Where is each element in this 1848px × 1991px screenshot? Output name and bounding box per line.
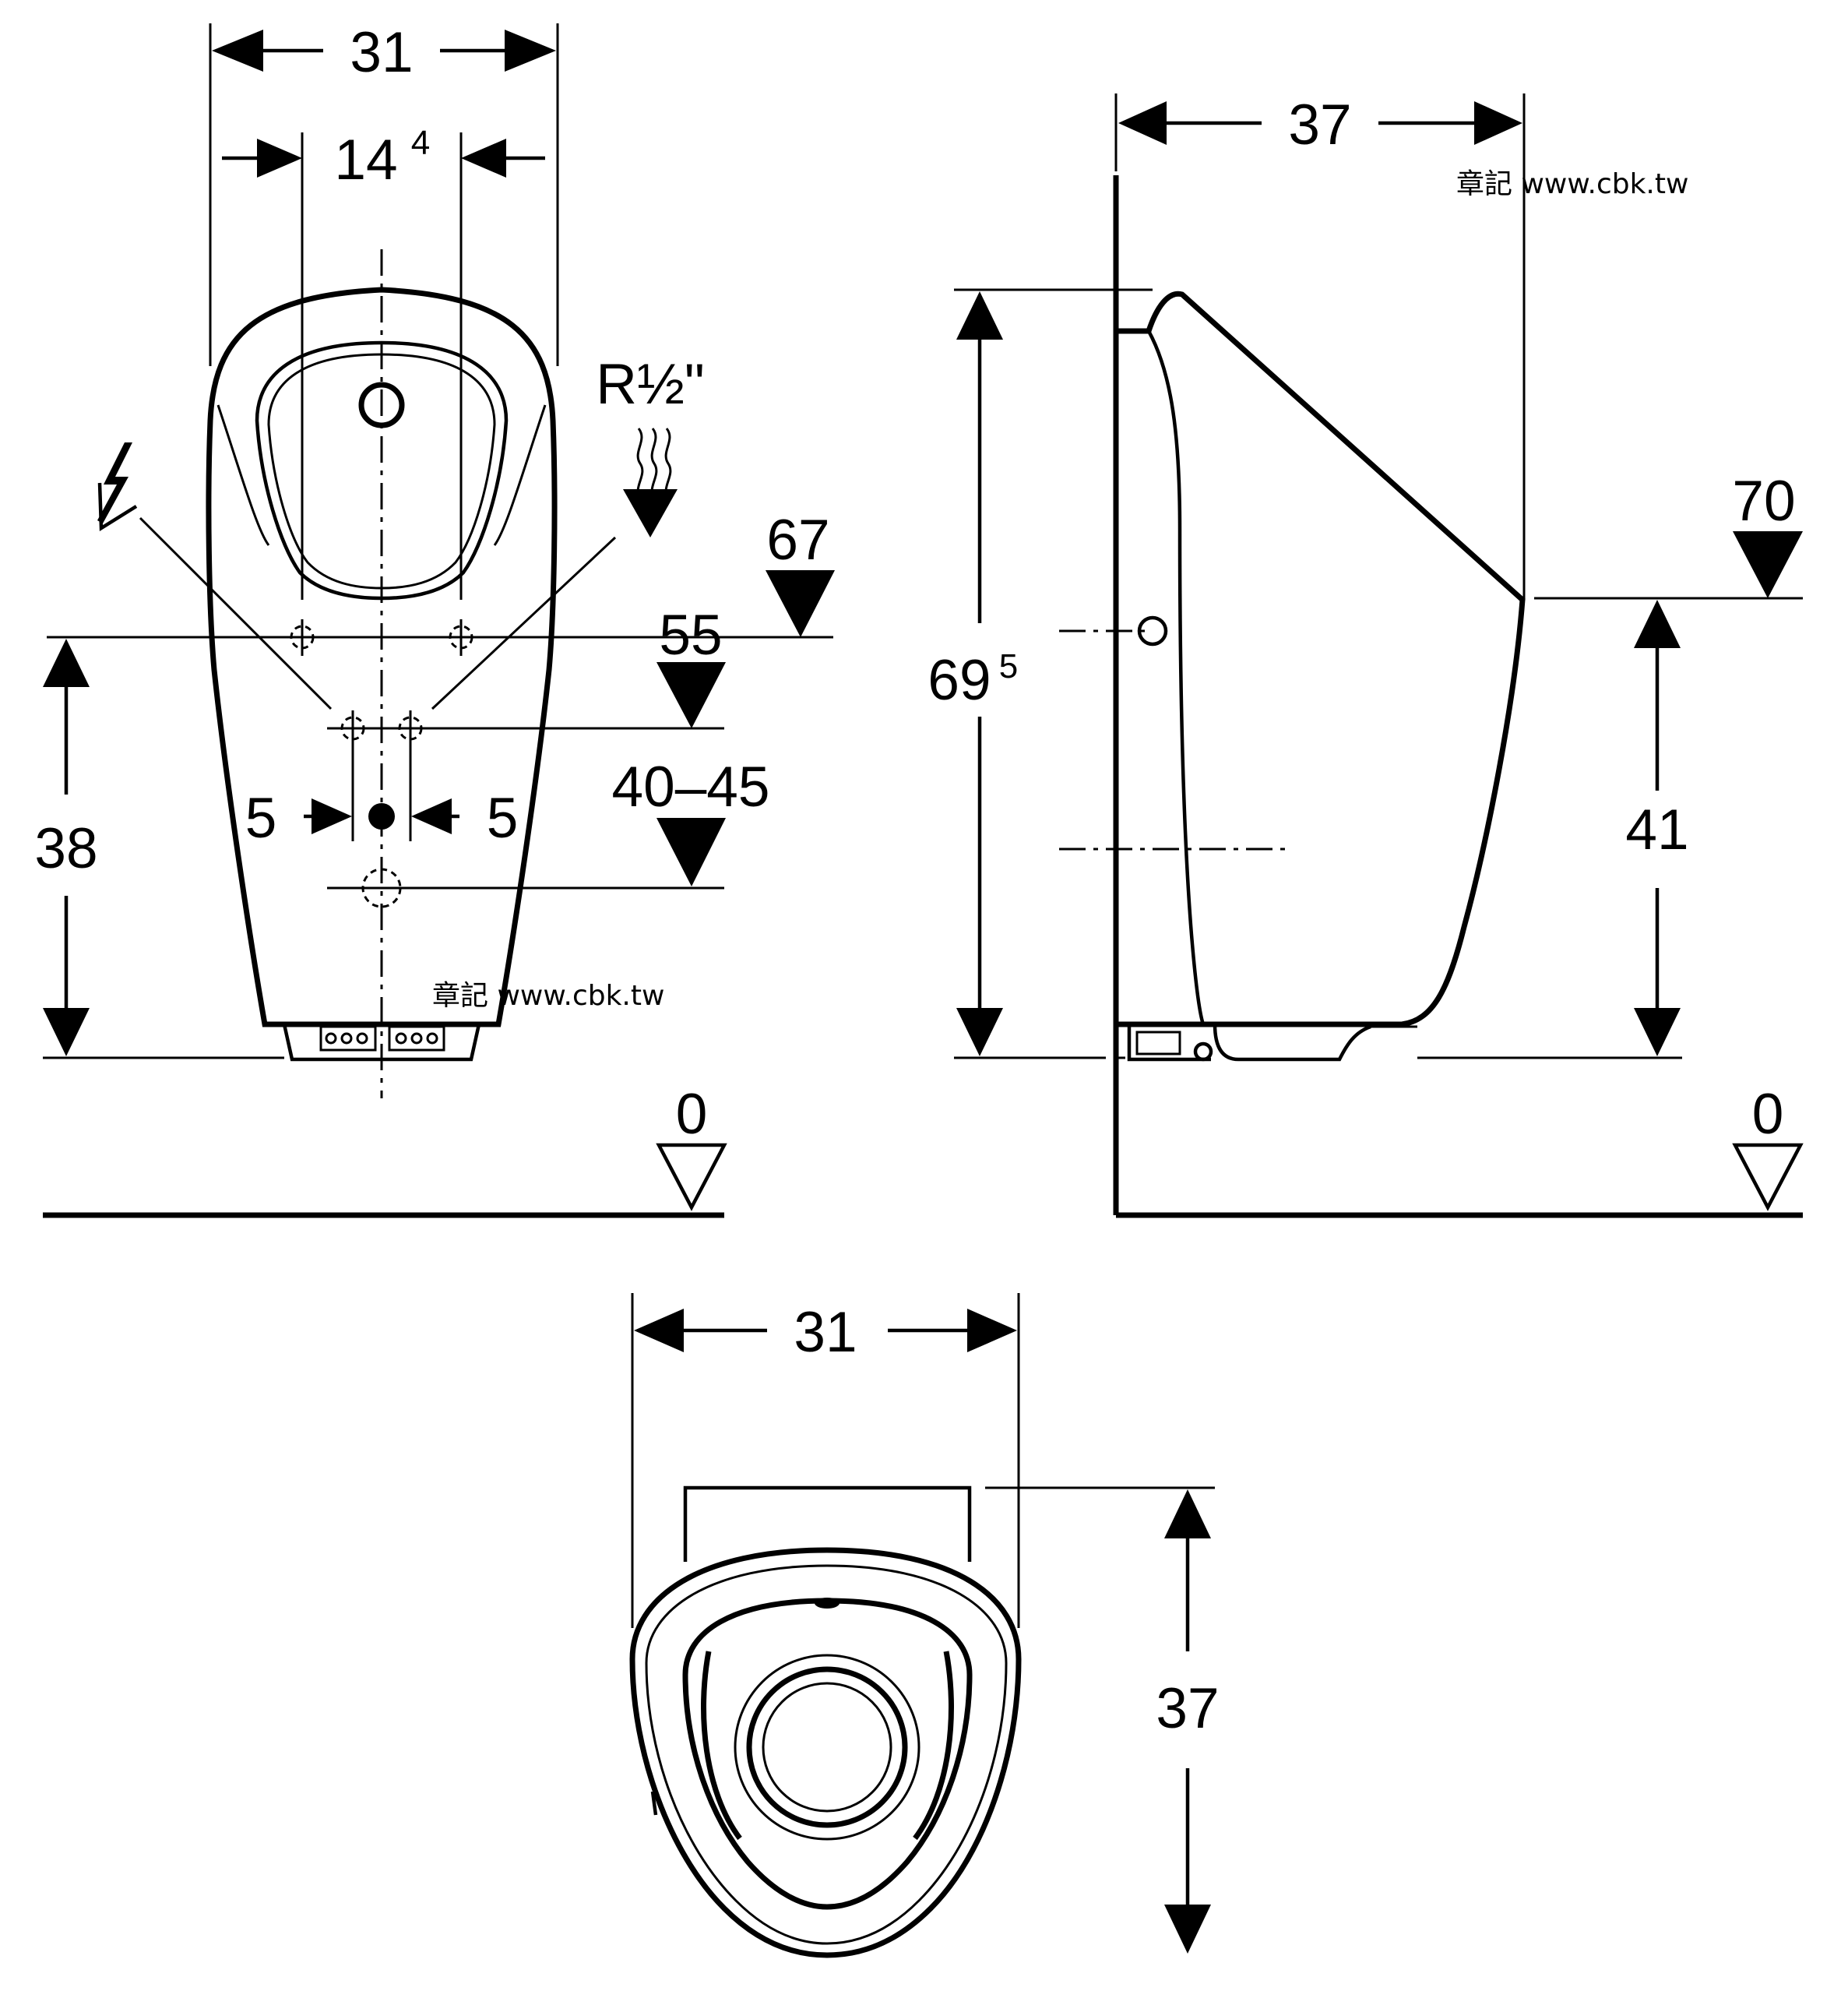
label-offset-left: 5: [245, 787, 277, 850]
floor-front: 0: [43, 1083, 727, 1218]
top-view: 31 37: [629, 1293, 1220, 1958]
label-offset-right: 5: [487, 787, 519, 850]
label-floor-side: 0: [1752, 1083, 1784, 1146]
label-top-depth: 37: [1156, 1677, 1219, 1740]
dimension-height-38: 38: [34, 639, 284, 1059]
label-floor-front: 0: [676, 1083, 708, 1146]
dimension-height-69-5: 69 5: [928, 288, 1153, 1059]
dimension-inlet-spacing: 14 4: [222, 124, 545, 600]
outlet-offset: 5 5: [245, 787, 519, 850]
watermark-url-side: www.cbk.tw: [1521, 168, 1688, 200]
watermark-url-front: www.cbk.tw: [497, 980, 664, 1012]
watermark-mark-side: 章記: [1456, 168, 1512, 200]
label-inlet-spacing: 14: [334, 129, 397, 192]
label-height-69: 69: [928, 649, 991, 712]
label-inlet-spacing-sup: 4: [411, 124, 430, 162]
label-level-70: 70: [1732, 470, 1795, 533]
dimension-height-41: 41: [1417, 600, 1689, 1059]
dimension-width-31: 31: [212, 21, 556, 84]
level-marker-70: 70: [1534, 470, 1803, 600]
watermark-side: 章記 www.cbk.tw: [1456, 168, 1688, 200]
floor-side: 0: [1732, 1083, 1804, 1211]
label-width-31: 31: [350, 21, 413, 84]
dimension-top-depth-37: 37: [1156, 1489, 1220, 1954]
lightning-icon: [97, 442, 138, 531]
dimension-depth-37: 37: [1118, 93, 1522, 157]
label-height-41: 41: [1625, 798, 1688, 862]
label-height-38: 38: [34, 817, 97, 880]
level-marker-40-45: 40–45: [612, 756, 770, 886]
label-level-outlet: 40–45: [612, 756, 770, 819]
front-view: 31 14 4: [34, 21, 835, 1218]
level-marker-55: 55: [656, 604, 726, 728]
label-supply-thread: R½": [596, 353, 705, 416]
label-level-55: 55: [659, 604, 722, 667]
label-top-width: 31: [794, 1301, 857, 1364]
level-marker-67: 67: [766, 509, 835, 637]
urinal-side-outline: [1059, 291, 1526, 1062]
water-supply-icon: [623, 428, 678, 537]
side-view: 37 章記 www.cbk.tw 69: [928, 93, 1804, 1218]
watermark-front: 章記 www.cbk.tw: [432, 980, 664, 1012]
label-height-69-sup: 5: [999, 647, 1018, 685]
inlet-markers: [47, 619, 833, 656]
dimension-top-width-31: 31: [634, 1301, 1017, 1364]
label-level-67: 67: [766, 509, 829, 572]
water-supply: R½": [596, 353, 705, 537]
label-depth-37: 37: [1288, 93, 1351, 157]
watermark-mark-front: 章記: [432, 980, 488, 1012]
